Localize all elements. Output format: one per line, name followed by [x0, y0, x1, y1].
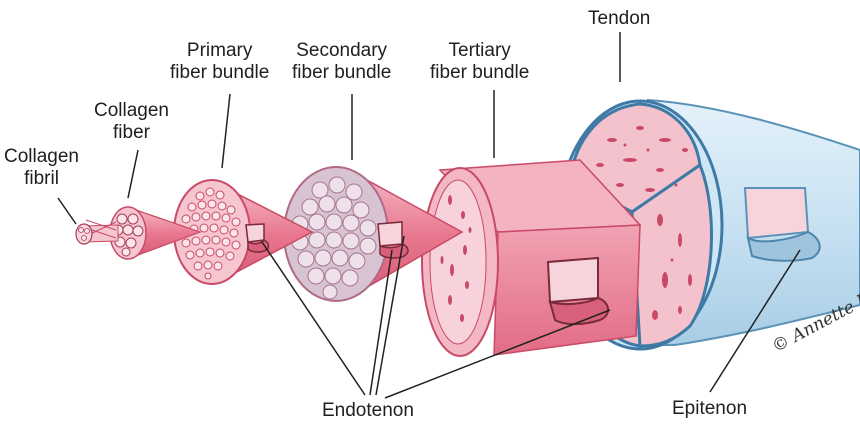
label-primary-line1: Primary [170, 40, 269, 62]
label-collagen-fibril-line1: Collagen [4, 146, 79, 168]
label-tertiary-line1: Tertiary [430, 40, 529, 62]
label-collagen-fiber: Collagen fiber [94, 100, 169, 144]
label-tendon: Tendon [588, 8, 650, 30]
label-collagen-fibril-line2: fibril [4, 168, 79, 190]
label-tertiary-fiber-bundle: Tertiary fiber bundle [430, 40, 529, 84]
label-collagen-fiber-line1: Collagen [94, 100, 169, 122]
label-primary-line2: fiber bundle [170, 62, 269, 84]
label-secondary-line2: fiber bundle [292, 62, 391, 84]
label-endotenon-text: Endotenon [322, 400, 414, 422]
label-tendon-text: Tendon [588, 8, 650, 30]
collagen-fibril [76, 220, 118, 244]
label-epitenon: Epitenon [672, 398, 747, 420]
label-secondary-fiber-bundle: Secondary fiber bundle [292, 40, 391, 84]
label-endotenon: Endotenon [322, 400, 414, 422]
label-tertiary-line2: fiber bundle [430, 62, 529, 84]
label-epitenon-text: Epitenon [672, 398, 747, 420]
label-collagen-fibril: Collagen fibril [4, 146, 79, 190]
label-primary-fiber-bundle: Primary fiber bundle [170, 40, 269, 84]
label-secondary-line1: Secondary [292, 40, 391, 62]
label-collagen-fiber-line2: fiber [94, 122, 169, 144]
tertiary-fiber-bundle [422, 160, 640, 356]
